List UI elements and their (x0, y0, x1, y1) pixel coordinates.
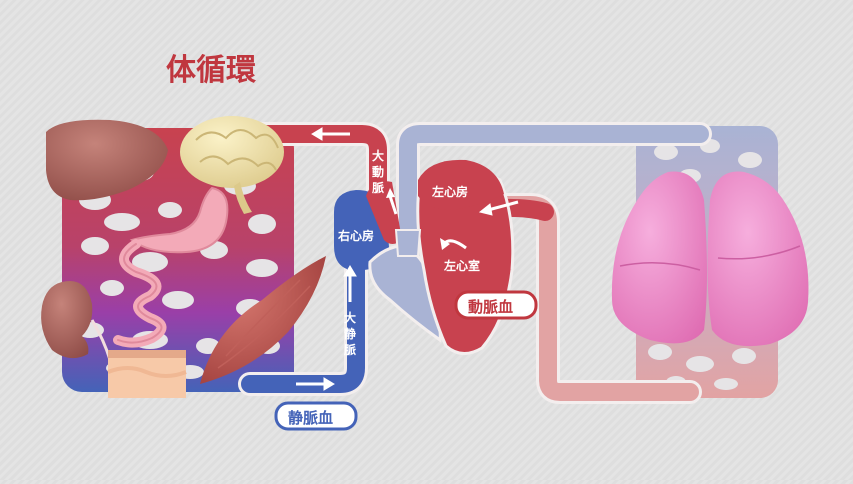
label-right-atrium: 右心房 (337, 228, 374, 243)
right-lung (707, 171, 809, 347)
aorta (241, 125, 387, 209)
label-vena-3: 脈 (344, 342, 356, 357)
label-aorta-1: 大 (372, 148, 384, 163)
label-left-atrium: 左心房 (431, 184, 468, 199)
lungs-icon (611, 171, 809, 347)
diagram-title: 体循環 (166, 53, 257, 88)
label-aorta-3: 脈 (372, 180, 384, 195)
heart-arrow-curve-head (440, 238, 450, 250)
arrow-left-pulmonary-vein (478, 200, 519, 216)
heart-arrow-up (388, 195, 398, 215)
vena-cava (241, 216, 365, 393)
label-left-ventricle: 左心室 (443, 258, 480, 273)
badge-venous-text: 静脈血 (288, 409, 333, 427)
badge-arterial-text: 動脈血 (468, 298, 513, 316)
label-aorta-2: 動 (372, 164, 384, 179)
pulmonary-artery (399, 125, 709, 249)
label-vena-2: 静 (344, 326, 356, 341)
heart-icon (334, 159, 515, 355)
brain-icon (180, 116, 284, 214)
badge-arterial: 動脈血 (454, 290, 538, 320)
liver-icon (46, 119, 168, 201)
left-atrium (418, 159, 504, 210)
badge-venous: 静脈血 (274, 401, 358, 431)
arrow-up-vena (343, 265, 357, 302)
vessels (238, 122, 712, 404)
arrow-right-bottom (296, 377, 335, 391)
pulmonary-trunk (394, 229, 422, 257)
muscle-icon (200, 256, 326, 384)
arrow-left-top (311, 127, 350, 141)
stomach-icon (129, 186, 229, 254)
skin-icon (107, 350, 187, 398)
flow-arrows (296, 127, 519, 391)
left-lung (611, 171, 707, 344)
label-vena-1: 大 (344, 310, 356, 325)
heart-arrow-up-head (386, 188, 395, 198)
